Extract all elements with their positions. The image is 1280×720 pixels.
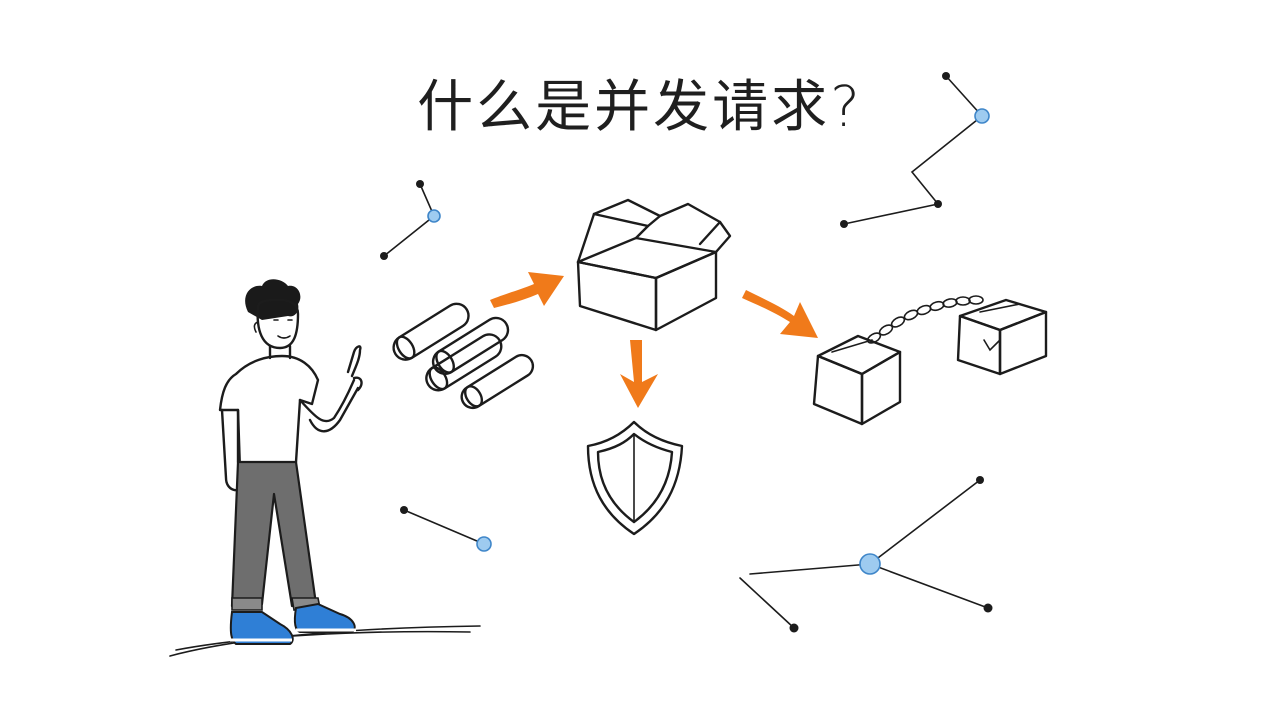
page-title: 什么是并发请求? bbox=[417, 75, 863, 140]
arrow-to-chained-boxes bbox=[742, 290, 818, 338]
network-node-icon-bottom-left bbox=[400, 506, 492, 552]
open-box-icon bbox=[576, 198, 732, 332]
network-node-icon-top-left bbox=[380, 180, 441, 260]
cylinders-icon bbox=[392, 302, 535, 410]
arrow-to-shield bbox=[620, 340, 658, 408]
network-node-icon-bottom-right bbox=[739, 476, 993, 633]
person-figure bbox=[169, 279, 481, 657]
shield-icon bbox=[586, 420, 684, 536]
chained-boxes-icon bbox=[812, 295, 1048, 426]
network-node-icon-top-right bbox=[840, 72, 990, 228]
chain-links bbox=[866, 295, 984, 344]
arrow-to-box bbox=[490, 272, 564, 308]
